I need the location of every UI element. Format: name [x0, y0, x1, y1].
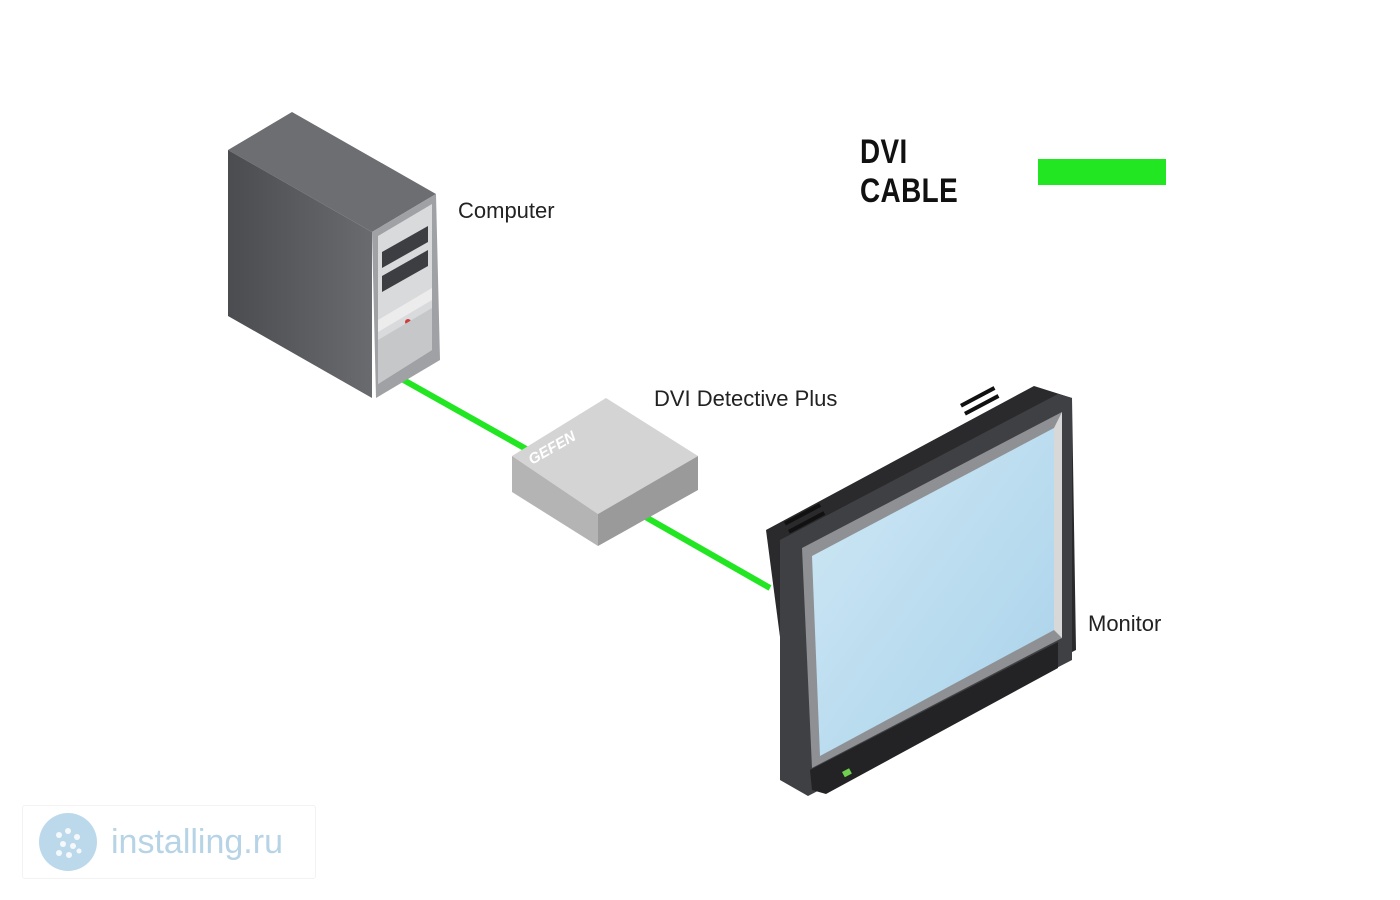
watermark-text: installing.ru	[111, 822, 283, 861]
legend: DVI CABLE	[860, 133, 1166, 211]
cable-detective-to-monitor	[640, 512, 772, 591]
cable-computer-to-detective	[398, 375, 530, 453]
monitor-label: Monitor	[1088, 611, 1162, 636]
monitor-icon	[766, 386, 1076, 796]
dvi-detective-box-icon: GEFEN	[512, 398, 698, 546]
computer-label: Computer	[458, 198, 555, 223]
legend-label: DVI CABLE	[860, 133, 959, 210]
computer-tower-icon	[228, 112, 440, 398]
cable-color-swatch	[1038, 159, 1166, 185]
watermark-logo-icon	[39, 813, 97, 871]
watermark: installing.ru	[22, 805, 316, 879]
detective-label: DVI Detective Plus	[654, 386, 838, 411]
